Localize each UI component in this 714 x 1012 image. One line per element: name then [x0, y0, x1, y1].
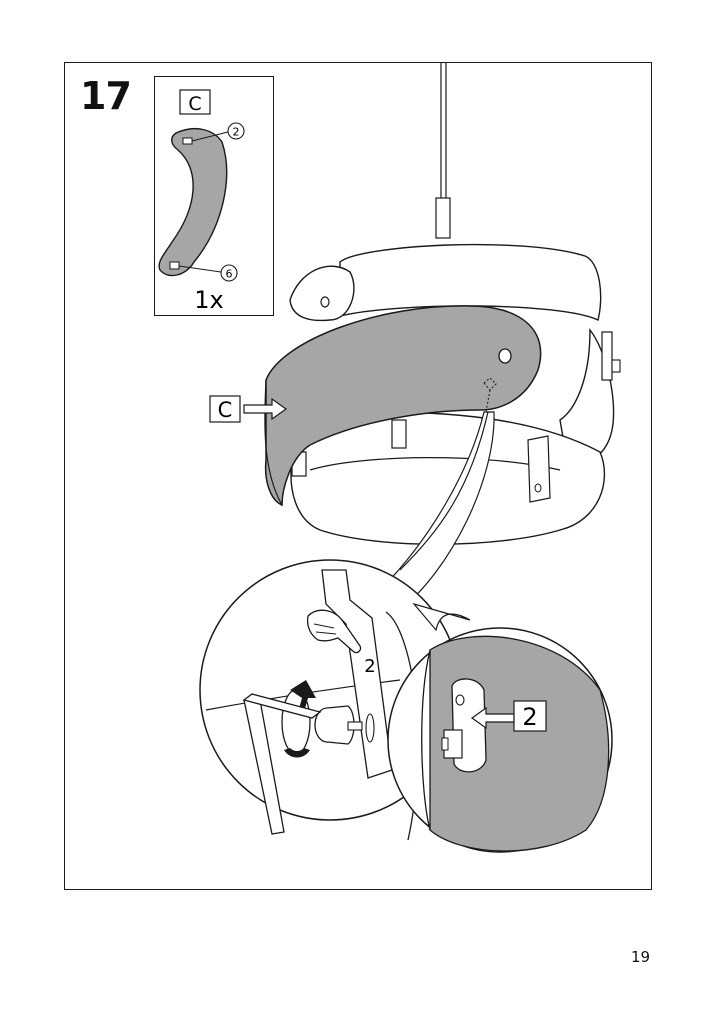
detail-panel-view: 2: [387, 602, 613, 853]
step-number: 17: [80, 74, 132, 118]
callout-circle-6: [220, 264, 238, 282]
quantity-label: 1x: [194, 286, 223, 314]
callout-circle-2: [227, 122, 245, 140]
detail-label: 2: [522, 703, 537, 731]
detail-label-box: [513, 700, 547, 732]
part-letter-box: [179, 89, 211, 115]
panel-hole-top: [182, 137, 193, 145]
callout-6: 6: [226, 268, 233, 281]
page-number: 19: [631, 948, 651, 966]
lamp-cord-sleeve: [435, 197, 451, 239]
part-inset-box: [154, 76, 274, 316]
felt-panel-shape: [158, 128, 228, 277]
front-felt-panel-c: [264, 305, 542, 507]
hand-pointing-icon: [306, 609, 362, 654]
inset-part: C 2 6 1x: [158, 89, 245, 314]
panel-screw-hole: [498, 348, 512, 364]
part-c-label: C: [218, 398, 233, 422]
callout-2: 2: [233, 126, 240, 139]
lamp-illustration: C: [209, 62, 621, 545]
part-letter: C: [188, 93, 201, 115]
panel-hole-bottom: [169, 261, 180, 270]
part-c-label-box: [209, 395, 241, 423]
back-petal-left: [289, 265, 355, 322]
hand-step-label: 2: [364, 656, 375, 677]
arrow-icon: [243, 397, 288, 421]
step-frame: [64, 62, 652, 890]
